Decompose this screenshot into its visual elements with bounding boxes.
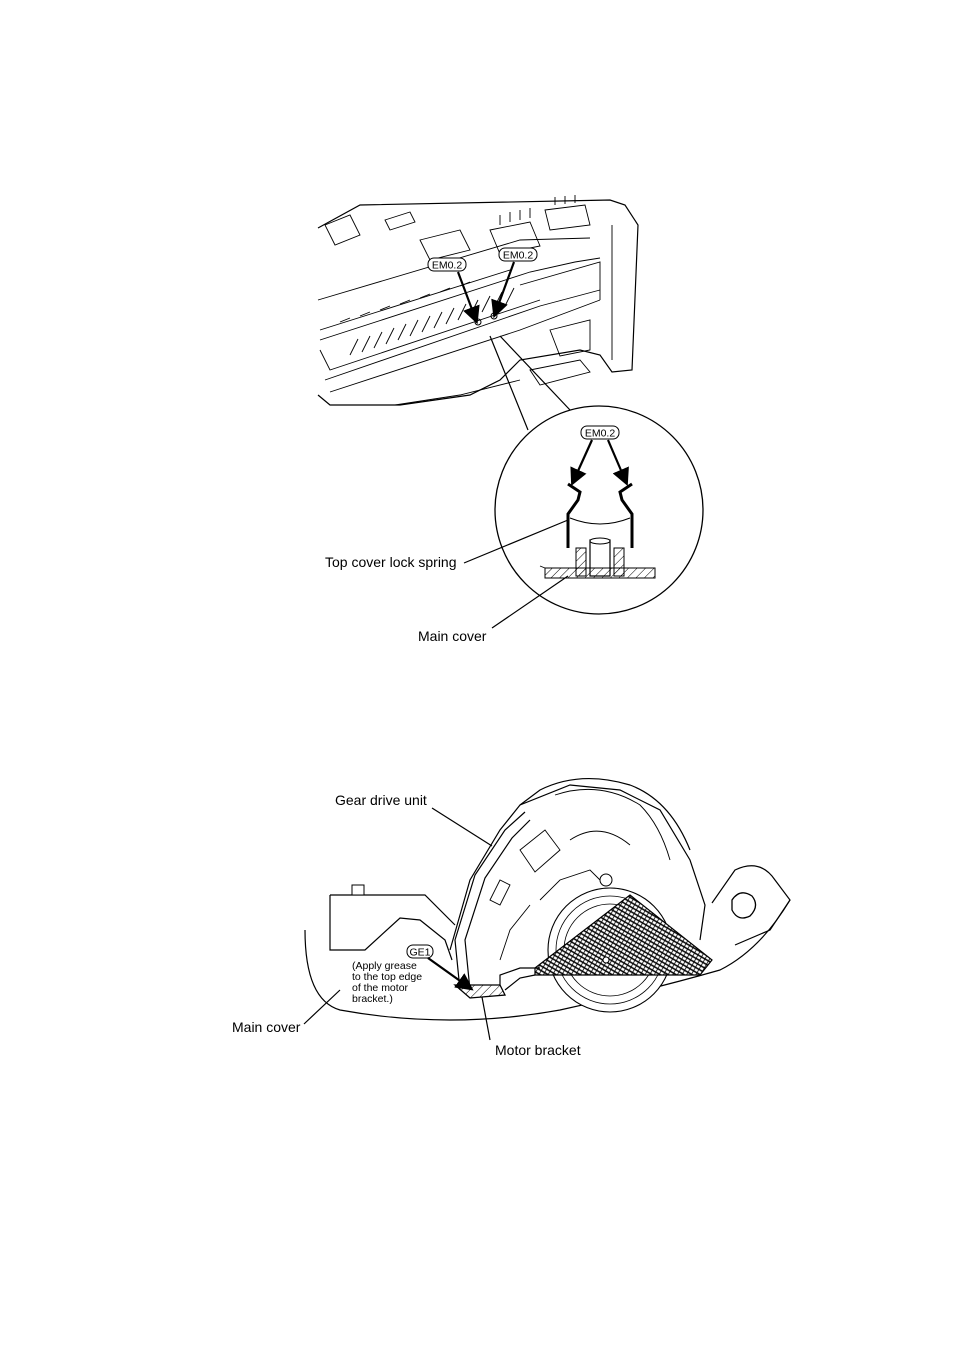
spring-point-left [475, 319, 481, 325]
ge1-arrow [428, 958, 470, 988]
ge1-callout: GE1 [409, 947, 430, 959]
label-top-cover-lock-spring: Top cover lock spring [325, 554, 457, 570]
leader-main-cover-2 [304, 990, 340, 1024]
em-callout-left: EM0.2 [432, 260, 463, 272]
roller-teeth [340, 282, 514, 355]
motor-bracket-shape [455, 985, 505, 998]
em-callout-right: EM0.2 [503, 250, 534, 262]
label-main-cover-1: Main cover [418, 628, 487, 644]
grease-note: (Apply grease to the top edge of the mot… [352, 960, 425, 1005]
leader-gear-drive [432, 808, 492, 846]
zoom-leader-right [500, 336, 570, 410]
figure-1-printer-top-view: EM0.2 EM0.2 EM0.2 Top cover lock spring … [318, 195, 703, 644]
figure-2-gear-drive: GE1 (Apply grease to the top edge of the… [232, 779, 790, 1058]
zoom-leader-left [490, 336, 528, 430]
em-callout-detail: EM0.2 [585, 428, 616, 440]
em-arrow-left [458, 272, 476, 320]
grease-note-line-4: bracket.) [352, 993, 393, 1005]
label-motor-bracket: Motor bracket [495, 1042, 581, 1058]
label-gear-drive-unit: Gear drive unit [335, 792, 427, 808]
label-main-cover-2: Main cover [232, 1019, 301, 1035]
em-arrow-right [495, 262, 514, 314]
